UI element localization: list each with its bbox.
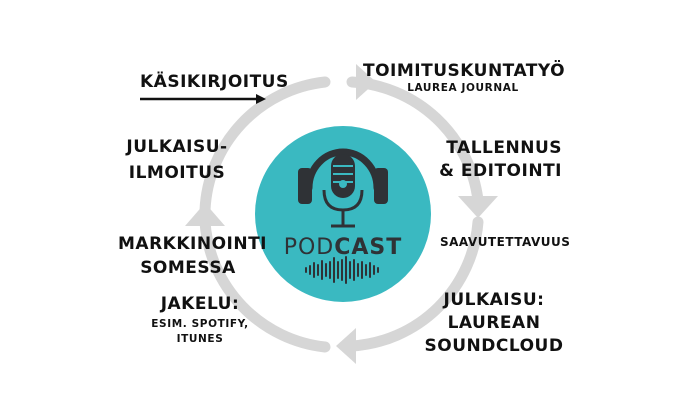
arc-bottom-left [199, 216, 331, 353]
tallennus-line2: & EDITOINTI [439, 160, 562, 181]
arrowhead-top [356, 64, 376, 100]
arc-right-lower [346, 216, 484, 352]
toimituskunta-sub: LAUREA JOURNAL [407, 81, 519, 94]
arrowhead-left [185, 203, 225, 226]
tallennus-line1: TALLENNUS [446, 138, 562, 158]
julkaisu-line1: JULKAISU: [443, 290, 545, 310]
arc-left-upper [199, 76, 331, 216]
logo-pod: POD [284, 235, 335, 260]
markkinointi-line1: MARKKINOINTI [118, 234, 267, 254]
headphones-right-cup [374, 168, 388, 204]
step-tallennus: TALLENNUS & EDITOINTI [430, 137, 562, 183]
step-kasikirjoitus: KÄSIKIRJOITUS [140, 72, 289, 92]
arc-top-right [346, 76, 484, 206]
jakelu-sub2: ITUNES [176, 332, 224, 345]
soundwave-icon [305, 256, 379, 284]
ilmoitus-line2: ILMOITUS [128, 162, 226, 183]
julkaisu-line2: LAUREAN [447, 312, 541, 333]
ilmoitus-line1: JULKAISU- [126, 137, 228, 157]
arrowhead-bottom [336, 328, 356, 364]
step-jakelu: JAKELU: ESIM. SPOTIFY, ITUNES [130, 292, 270, 347]
headphones-left-cup [298, 168, 312, 204]
step-julkaisuilmoitus: JULKAISU- ILMOITUS [118, 135, 236, 186]
julkaisu-line3: SOUNDCLOUD [424, 335, 564, 356]
logo-cast: CAST [334, 235, 402, 260]
jakelu-title: JAKELU: [160, 294, 240, 314]
markkinointi-line2: SOMESSA [140, 257, 236, 278]
jakelu-sub1: ESIM. SPOTIFY, [151, 317, 249, 330]
step-markkinointi: MARKKINOINTI SOMESSA [118, 233, 267, 281]
step-saavutettavuus: SAAVUTETTAVUUS [440, 235, 571, 249]
headphones-icon [305, 148, 381, 192]
step-toimituskuntatyo: TOIMITUSKUNTATYÖ LAUREA JOURNAL [363, 61, 566, 94]
arrowhead-right [458, 196, 498, 218]
step-julkaisu: JULKAISU: LAUREAN SOUNDCLOUD [410, 289, 578, 358]
logo-text: PODCAST [284, 235, 403, 260]
kasikirjoitus-arrowhead [256, 94, 266, 104]
microphone-icon [331, 154, 355, 198]
toimituskunta-title: TOIMITUSKUNTATYÖ [363, 61, 566, 81]
